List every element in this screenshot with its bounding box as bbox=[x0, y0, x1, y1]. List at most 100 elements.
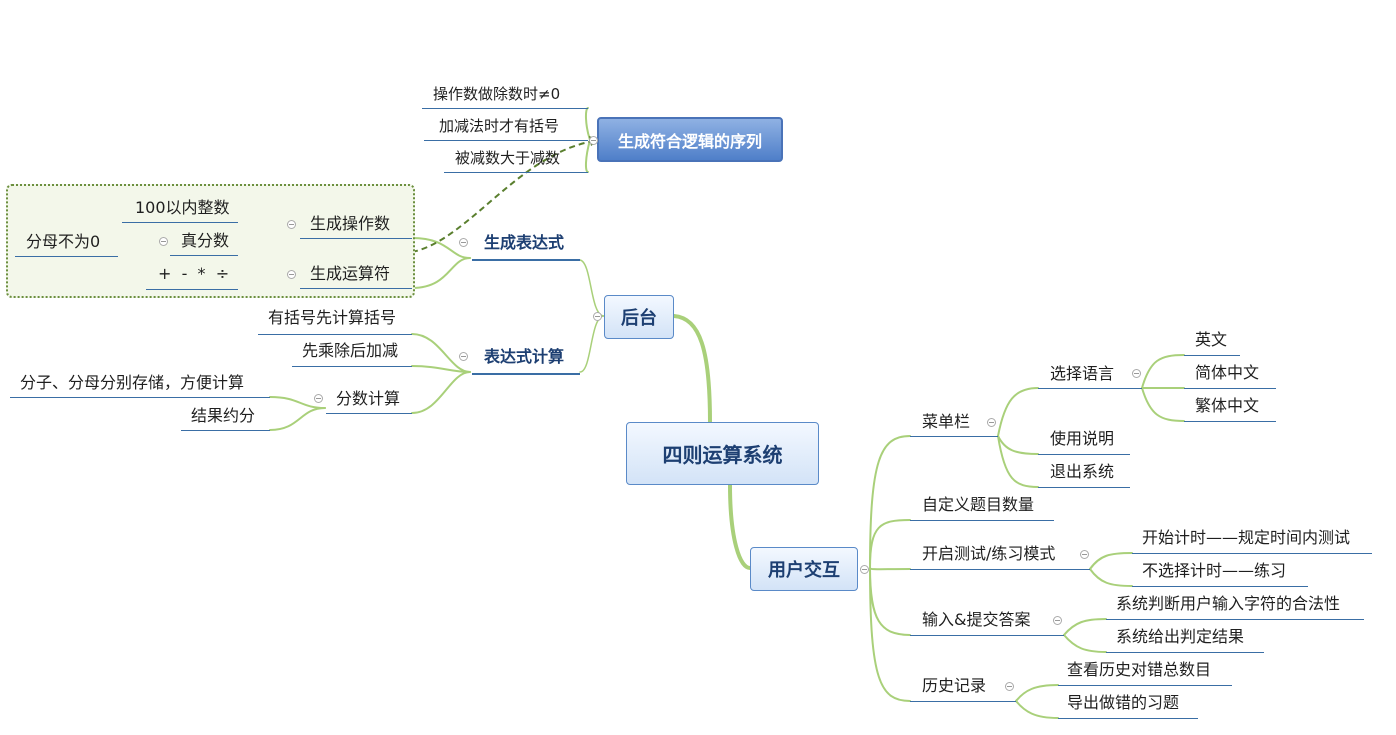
edge-answer-judge bbox=[1063, 634, 1107, 653]
edge-root-backend bbox=[672, 314, 712, 424]
edge-user-mode bbox=[869, 567, 911, 571]
seq-rule-1-line bbox=[422, 108, 588, 109]
answer-judge-line bbox=[1106, 652, 1264, 653]
edge-menu-help bbox=[997, 435, 1039, 455]
custom-count-line bbox=[910, 520, 1054, 521]
mode-timed: 开始计时——规定时间内测试 bbox=[1142, 528, 1351, 547]
root-node[interactable]: 四则运算系统 bbox=[626, 422, 819, 485]
lang-option-en-line bbox=[1184, 355, 1240, 356]
operands-collapse-icon[interactable] bbox=[287, 220, 296, 229]
gen-expr-line bbox=[472, 259, 580, 261]
seq-rule-2-line bbox=[424, 140, 588, 141]
edge-calc-fraction bbox=[411, 371, 471, 414]
language-label: 选择语言 bbox=[1050, 364, 1115, 383]
operator-symbols: + - * ÷ bbox=[158, 264, 230, 283]
int-line bbox=[122, 222, 238, 223]
mode-label: 开启测试/练习模式 bbox=[922, 544, 1056, 563]
edge-answer-validate bbox=[1063, 618, 1107, 636]
edge-genexpr-operands bbox=[411, 237, 471, 259]
backend-node[interactable]: 后台 bbox=[604, 295, 674, 339]
edge-genexpr-operators bbox=[411, 257, 471, 289]
edge-menu-language bbox=[997, 387, 1039, 437]
edge-user-menu bbox=[869, 435, 911, 569]
mode-line bbox=[910, 569, 1090, 570]
fraction-calc-line bbox=[326, 413, 412, 414]
sequence-label: 生成符合逻辑的序列 bbox=[617, 131, 762, 151]
operator-symbols-line bbox=[146, 289, 238, 290]
answer-validate-line bbox=[1106, 619, 1364, 620]
language-line bbox=[1038, 388, 1142, 389]
answer-validate: 系统判断用户输入字符的合法性 bbox=[1116, 594, 1341, 613]
calc-collapse-icon[interactable] bbox=[459, 352, 468, 361]
seq-rule-3-line bbox=[444, 172, 588, 173]
edge-lang-tc bbox=[1141, 387, 1185, 422]
user-node[interactable]: 用户交互 bbox=[750, 547, 858, 591]
gen-expr-collapse-icon[interactable] bbox=[459, 238, 468, 247]
fraction-label: 真分数 bbox=[181, 231, 230, 250]
answer-collapse-icon[interactable] bbox=[1053, 616, 1062, 625]
history-view-line bbox=[1058, 685, 1232, 686]
int-label: 100以内整数 bbox=[135, 198, 230, 217]
denominator-line bbox=[15, 256, 118, 257]
custom-count-label: 自定义题目数量 bbox=[922, 495, 1035, 514]
language-collapse-icon[interactable] bbox=[1132, 369, 1141, 378]
edge-seq-rule1 bbox=[584, 107, 591, 141]
sequence-node[interactable]: 生成符合逻辑的序列 bbox=[597, 117, 783, 162]
history-label: 历史记录 bbox=[922, 676, 987, 695]
edge-user-history bbox=[869, 567, 911, 702]
lang-option-tc: 繁体中文 bbox=[1195, 396, 1260, 415]
edge-history-view bbox=[1015, 684, 1059, 702]
fraction-collapse-icon[interactable] bbox=[159, 237, 168, 246]
menu-collapse-icon[interactable] bbox=[987, 418, 996, 427]
edge-fcalc-reduce bbox=[269, 407, 326, 431]
mode-timed-line bbox=[1132, 553, 1372, 554]
operators-collapse-icon[interactable] bbox=[287, 270, 296, 279]
mode-collapse-icon[interactable] bbox=[1080, 550, 1089, 559]
menu-label: 菜单栏 bbox=[922, 412, 971, 431]
gen-expr-label[interactable]: 生成表达式 bbox=[484, 233, 565, 252]
seq-rule-3: 被减数大于减数 bbox=[455, 149, 561, 167]
answer-label: 输入&提交答案 bbox=[922, 610, 1031, 629]
user-label: 用户交互 bbox=[768, 560, 840, 581]
lang-option-sc: 简体中文 bbox=[1195, 363, 1260, 382]
answer-line bbox=[910, 635, 1064, 636]
exit-line bbox=[1038, 487, 1130, 488]
exit-label: 退出系统 bbox=[1050, 462, 1115, 481]
mode-untimed-line bbox=[1132, 586, 1308, 587]
history-export-line bbox=[1058, 718, 1198, 719]
menu-line bbox=[910, 436, 998, 437]
mode-untimed: 不选择计时——练习 bbox=[1142, 561, 1287, 580]
edge-menu-exit bbox=[997, 435, 1039, 488]
edge-user-custom bbox=[869, 519, 911, 569]
fraction-calc-collapse-icon[interactable] bbox=[314, 394, 323, 403]
sequence-collapse-icon[interactable] bbox=[589, 136, 598, 145]
edge-mode-untimed bbox=[1089, 568, 1133, 587]
brackets-label: 有括号先计算括号 bbox=[268, 308, 397, 327]
calc-label[interactable]: 表达式计算 bbox=[484, 347, 565, 366]
history-export: 导出做错的习题 bbox=[1067, 693, 1180, 712]
reduce-label: 结果约分 bbox=[191, 406, 256, 425]
edge-history-export bbox=[1015, 700, 1059, 719]
user-collapse-icon[interactable] bbox=[860, 565, 869, 574]
help-label: 使用说明 bbox=[1050, 429, 1115, 448]
lang-option-sc-line bbox=[1184, 388, 1276, 389]
denominator-label: 分母不为0 bbox=[26, 232, 101, 251]
seq-rule-1: 操作数做除数时≠0 bbox=[433, 85, 561, 103]
backend-collapse-icon[interactable] bbox=[593, 312, 602, 321]
brackets-line bbox=[258, 334, 412, 335]
fraction-calc-label: 分数计算 bbox=[336, 389, 401, 408]
help-line bbox=[1038, 454, 1130, 455]
edge-backend-calc bbox=[579, 315, 605, 373]
backend-label: 后台 bbox=[621, 308, 657, 329]
operators-line bbox=[300, 288, 412, 289]
store-label: 分子、分母分别存储，方便计算 bbox=[20, 373, 245, 392]
edge-seq-rule3 bbox=[584, 139, 591, 173]
reduce-line bbox=[181, 430, 270, 431]
edge-mode-timed bbox=[1089, 552, 1133, 570]
muldiv-line bbox=[292, 366, 412, 367]
history-view: 查看历史对错总数目 bbox=[1067, 660, 1212, 679]
operand-operator-group bbox=[6, 184, 415, 298]
history-collapse-icon[interactable] bbox=[1005, 682, 1014, 691]
lang-option-en: 英文 bbox=[1195, 330, 1228, 349]
edge-root-user bbox=[728, 483, 752, 570]
